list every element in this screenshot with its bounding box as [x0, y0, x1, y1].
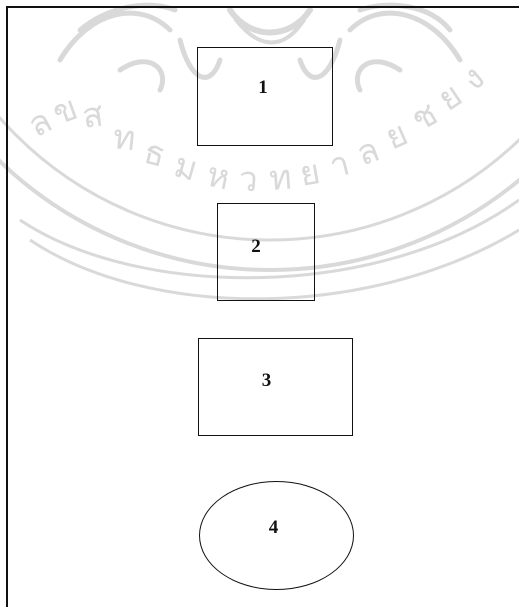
svg-text:ง: ง: [454, 58, 492, 99]
shape-3-label: 3: [261, 369, 272, 391]
svg-text:ท: ท: [111, 117, 137, 159]
svg-text:ล: ล: [21, 101, 58, 146]
shape-4-label: 4: [268, 517, 279, 538]
svg-text:ช: ช: [405, 94, 445, 140]
shape-1-label: 1: [258, 77, 268, 98]
svg-text:ย: ย: [297, 152, 324, 195]
diagram-shape-1-rectangle: 1: [197, 47, 333, 146]
diagram-frame-top-border: [6, 6, 519, 8]
svg-text:ล: ล: [351, 130, 384, 175]
svg-text:ห: ห: [203, 155, 233, 199]
diagram-frame-left-border: [6, 6, 8, 607]
svg-text:า: า: [326, 143, 354, 186]
svg-text:ย: ย: [379, 114, 413, 159]
diagram-shape-3-rectangle: 3: [198, 338, 353, 436]
svg-text:ข: ข: [47, 88, 83, 134]
diagram-shape-2-square: 2: [217, 203, 315, 301]
svg-text:ย: ย: [431, 75, 470, 119]
diagram-shape-4-ellipse: 4: [199, 481, 354, 590]
svg-text:ท: ท: [268, 158, 293, 199]
svg-text:ว: ว: [237, 159, 259, 200]
shape-2-label: 2: [251, 235, 261, 257]
svg-text:ม: ม: [170, 145, 203, 190]
svg-text:ส: ส: [80, 94, 106, 137]
svg-text:ธ: ธ: [140, 132, 170, 176]
